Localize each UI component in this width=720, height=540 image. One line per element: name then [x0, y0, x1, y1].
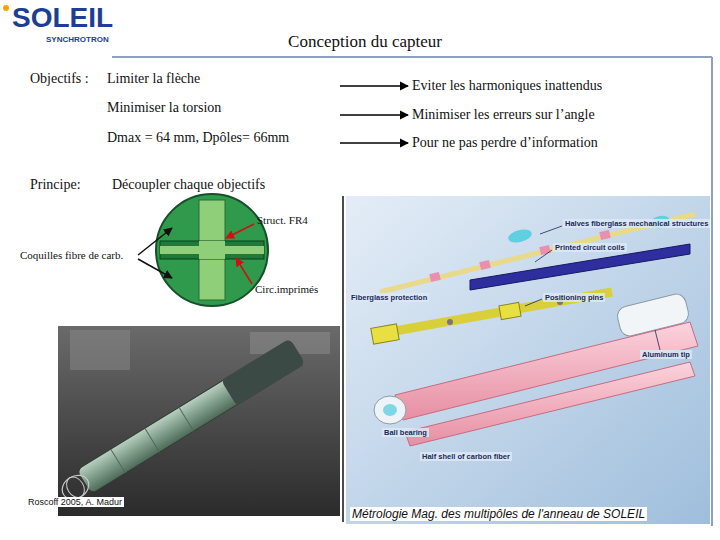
footer-title: Métrologie Mag. des multipôles de l'anne… — [350, 507, 647, 521]
divider-line — [342, 196, 344, 522]
principle-text: Découpler chaque objectifs — [112, 177, 265, 193]
part-label: Aluminum tip — [640, 350, 692, 359]
logo-subtext: SYNCHROTRON — [46, 35, 109, 44]
leader-line — [226, 224, 254, 238]
result-text: Eviter les harmoniques inattendus — [410, 77, 607, 95]
part-label: Fiberglass protection — [349, 293, 429, 302]
cross-section — [156, 194, 268, 306]
arrow-connector — [340, 142, 408, 143]
leader-line — [236, 258, 252, 284]
leader-line — [535, 250, 552, 262]
section-label: Principe: — [30, 177, 81, 193]
frame-line — [112, 56, 712, 58]
part-label: Half shell of carbon fiber — [420, 452, 512, 461]
callout-label: Circ.imprimés — [255, 283, 318, 295]
logo-sun — [3, 5, 9, 11]
node-text: Minimiser la torsion — [107, 100, 338, 116]
logo-text: SOLEIL — [12, 2, 113, 34]
node-text: Limiter la flèche — [107, 71, 338, 87]
leader-line — [138, 259, 172, 278]
objective-text: Minimiser la torsion — [105, 99, 340, 117]
sensor-photo — [56, 326, 340, 516]
part-label: Printed circuit coils — [553, 243, 627, 252]
result-text: Minimiser les erreurs sur l’angle — [410, 106, 599, 124]
part-label: Positioning pins — [543, 293, 605, 302]
leader-line — [138, 228, 172, 255]
node-text: Eviter les harmoniques inattendus — [412, 78, 605, 94]
footer-note: Roscoff 2005, A. Madur — [26, 497, 124, 507]
callout-label: Coquilles fibre de carb. — [18, 249, 125, 261]
node-text: Pour ne pas perdre d’information — [412, 135, 600, 151]
objective-text: Dmax = 64 mm, Dpôles= 66mm — [105, 129, 340, 147]
section-label: Objectifs : — [30, 71, 89, 87]
leader-line — [540, 226, 562, 234]
leader-line — [525, 299, 542, 306]
arrow-connector — [340, 85, 408, 86]
arrow-connector — [340, 114, 408, 115]
result-text: Pour ne pas perdre d’information — [410, 134, 602, 152]
objective-text: Limiter la flèche — [105, 70, 340, 88]
node-text: Minimiser les erreurs sur l’angle — [412, 107, 597, 123]
part-label: Halves fiberglass mechanical structures — [563, 219, 710, 228]
frame-line — [711, 57, 713, 526]
part-label: Ball bearing — [382, 428, 429, 437]
callout-label: Struct. FR4 — [257, 214, 308, 226]
node-text: Dmax = 64 mm, Dpôles= 66mm — [107, 130, 338, 146]
exploded-view — [346, 196, 710, 524]
leader-line — [655, 330, 660, 350]
